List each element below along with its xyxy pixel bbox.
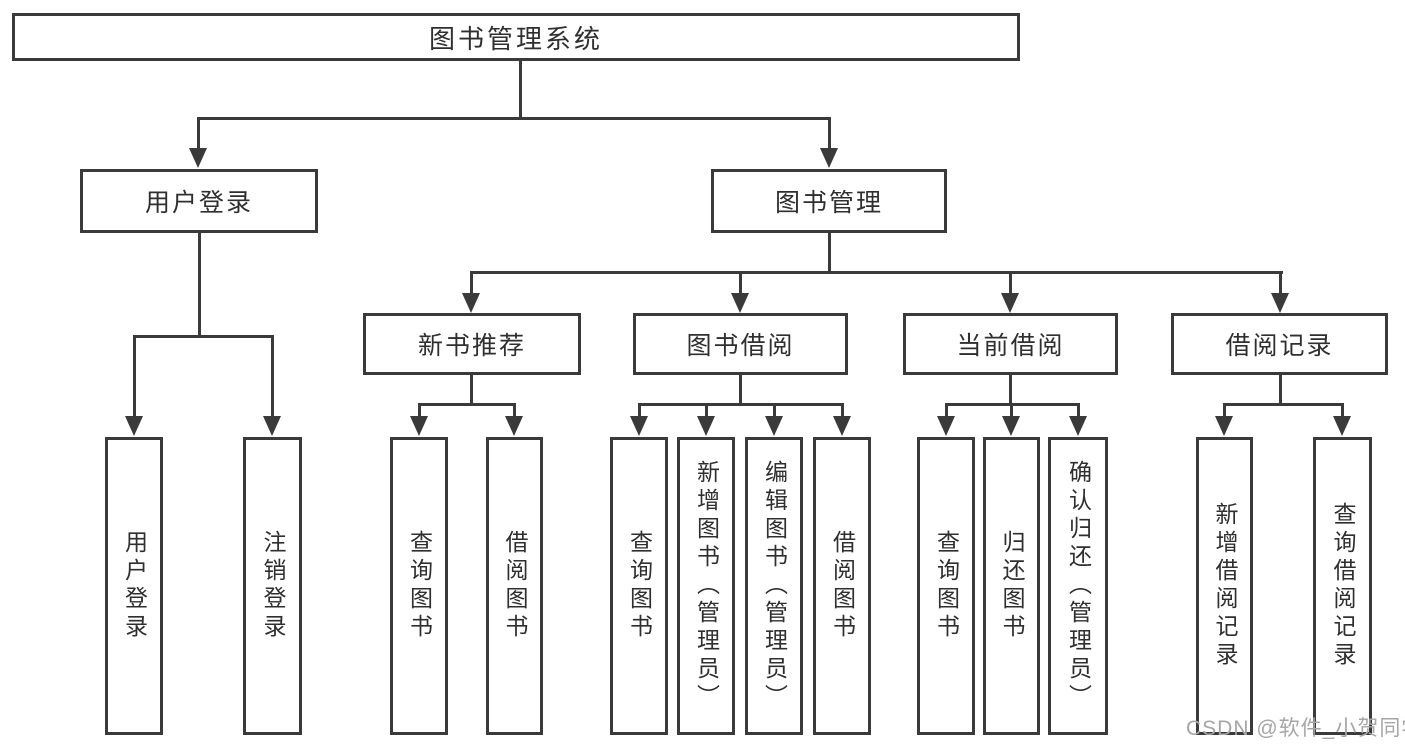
arrow-down-icon — [820, 148, 838, 168]
leaf-user-login: 用户登录 — [105, 437, 163, 735]
arrow-down-icon — [462, 293, 480, 313]
node-user-login: 用户登录 — [80, 169, 318, 233]
node-label: 图书管理 — [774, 189, 883, 217]
node-label: 归还图书 — [999, 530, 1025, 642]
node-label: 新书推荐 — [417, 332, 526, 360]
connector-nb-stem — [470, 375, 473, 405]
connector-to-br-query — [1341, 403, 1344, 418]
connector-cb-stem — [1009, 375, 1012, 405]
arrow-down-icon — [833, 416, 851, 436]
arrow-down-icon — [263, 416, 281, 436]
connector-br-stem — [1279, 375, 1282, 405]
node-label: 查询图书 — [406, 530, 433, 642]
node-book-management: 图书管理 — [711, 169, 947, 233]
leaf-bb-borrow-books: 借阅图书 — [813, 437, 871, 735]
connector-nb-hbar — [418, 403, 516, 406]
connector-to-cb-query — [945, 403, 948, 418]
node-label: 新增借阅记录 — [1212, 502, 1238, 670]
node-root-library-system: 图书管理系统 — [12, 13, 1020, 61]
leaf-br-add-record: 新增借阅记录 — [1196, 437, 1253, 735]
leaf-bb-edit-books-admin: 编辑图书（管理员） — [745, 437, 803, 735]
connector-to-cb-confirm — [1077, 403, 1080, 418]
connector-to-leaf-logout — [271, 335, 274, 417]
node-current-borrow: 当前借阅 — [903, 313, 1118, 375]
leaf-bb-add-books-admin: 新增图书（管理员） — [677, 437, 735, 735]
connector-to-leaf-user-login — [133, 335, 136, 417]
arrow-down-icon — [765, 416, 783, 436]
connector-to-cb-return — [1010, 403, 1013, 418]
connector-bb-stem — [739, 375, 742, 405]
node-label: 借阅图书 — [502, 530, 528, 642]
node-label: 编辑图书（管理员） — [761, 460, 788, 712]
connector-to-nb-borrow — [513, 403, 516, 418]
arrow-down-icon — [1271, 293, 1289, 313]
leaf-nb-query-books: 查询图书 — [390, 437, 448, 735]
leaf-nb-borrow-books: 借阅图书 — [486, 437, 543, 735]
arrow-down-icon — [1215, 416, 1233, 436]
node-label: 图书管理系统 — [428, 23, 603, 54]
node-book-borrow: 图书借阅 — [633, 313, 848, 375]
connector-to-bb-query — [638, 403, 641, 418]
node-label: 查询借阅记录 — [1330, 502, 1356, 670]
connector-bb-hbar — [638, 403, 844, 406]
leaf-cb-return-books: 归还图书 — [983, 437, 1040, 735]
connector-br-hbar — [1223, 403, 1344, 406]
leaf-br-query-record: 查询借阅记录 — [1313, 437, 1372, 735]
connector-to-book-management — [828, 117, 831, 151]
leaf-bb-query-books: 查询图书 — [610, 437, 668, 735]
arrow-down-icon — [937, 416, 955, 436]
arrow-down-icon — [1001, 293, 1019, 313]
connector-to-current-borrow — [1009, 271, 1012, 295]
node-label: 图书借阅 — [686, 332, 795, 360]
node-label: 新增图书（管理员） — [693, 460, 720, 712]
connector-to-bb-add — [705, 403, 708, 418]
node-label: 借阅记录 — [1225, 332, 1334, 360]
leaf-logout: 注销登录 — [243, 437, 302, 735]
node-label: 用户登录 — [121, 530, 148, 642]
node-new-book-recommend: 新书推荐 — [363, 313, 581, 375]
connector-book-mgmt-hbar — [470, 271, 1283, 274]
arrow-down-icon — [1069, 416, 1087, 436]
connector-to-bb-borrow — [841, 403, 844, 418]
node-borrow-records: 借阅记录 — [1171, 313, 1388, 375]
node-label: 查询图书 — [933, 530, 960, 642]
node-label: 查询图书 — [626, 530, 653, 642]
arrow-down-icon — [1333, 416, 1351, 436]
connector-to-user-login — [197, 117, 200, 151]
arrow-down-icon — [505, 416, 523, 436]
csdn-watermark: CSDN @软件_小贺同学 — [1186, 717, 1405, 740]
node-label: 注销登录 — [260, 530, 286, 642]
connector-to-borrow-records — [1279, 271, 1282, 295]
connector-user-login-hbar — [133, 335, 274, 338]
node-label: 用户登录 — [144, 189, 253, 217]
arrow-down-icon — [410, 416, 428, 436]
connector-to-nb-query — [418, 403, 421, 418]
connector-user-login-stem — [198, 232, 201, 338]
connector-root-stem — [519, 61, 522, 119]
connector-to-br-add — [1223, 403, 1226, 418]
leaf-cb-query-books: 查询图书 — [917, 437, 975, 735]
node-label: 确认归还（管理员） — [1065, 460, 1092, 712]
leaf-cb-confirm-return-admin: 确认归还（管理员） — [1048, 437, 1108, 735]
connector-book-mgmt-stem — [828, 232, 831, 274]
connector-to-bb-edit — [773, 403, 776, 418]
connector-to-new-book-recommend — [470, 271, 473, 295]
arrow-down-icon — [697, 416, 715, 436]
arrow-down-icon — [1002, 416, 1020, 436]
arrow-down-icon — [189, 148, 207, 168]
arrow-down-icon — [731, 293, 749, 313]
connector-root-hbar — [197, 117, 831, 120]
node-label: 当前借阅 — [956, 332, 1065, 360]
connector-to-book-borrow — [739, 271, 742, 295]
arrow-down-icon — [630, 416, 648, 436]
node-label: 借阅图书 — [829, 530, 856, 642]
arrow-down-icon — [125, 416, 143, 436]
